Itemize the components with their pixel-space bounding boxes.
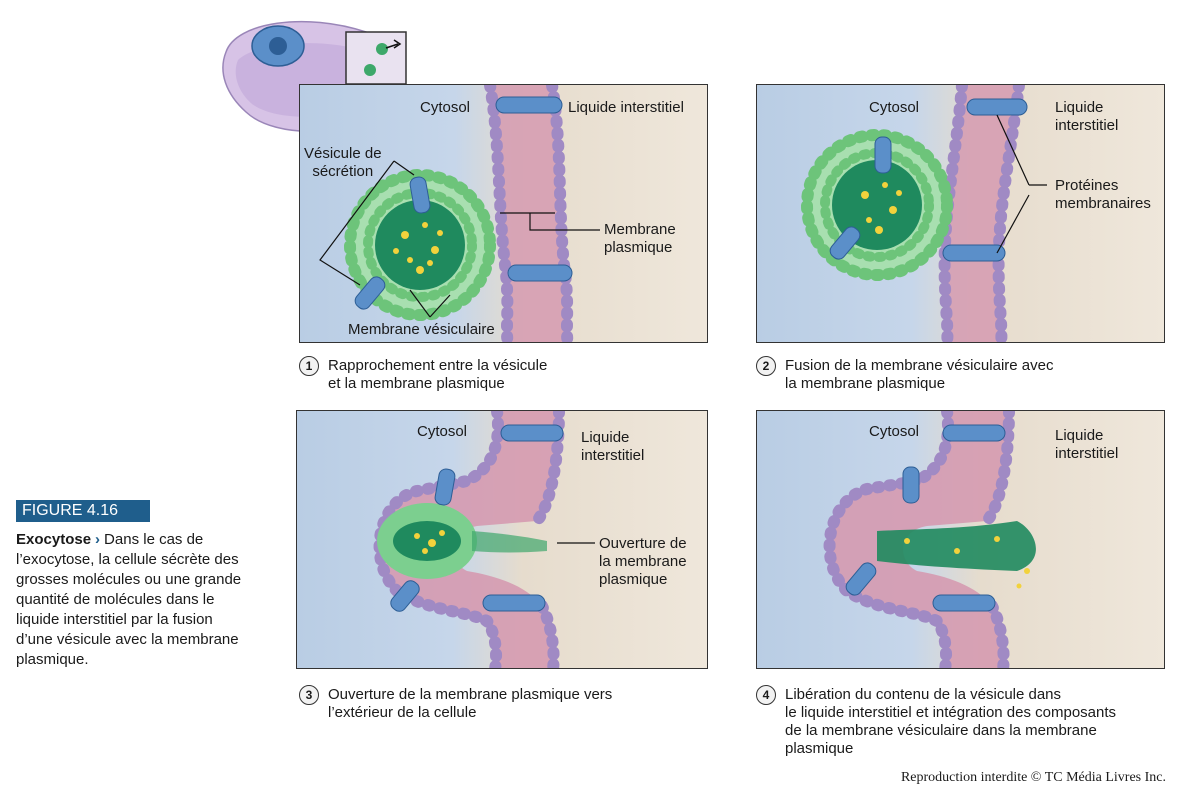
panel-1-plasma-membrane-label: Membrane plasmique (604, 221, 676, 256)
panel-1-caption: Rapprochement entre la vésicule et la me… (328, 357, 548, 392)
panel-4-cytosol-label: Cytosol (869, 423, 920, 440)
panel-2-number-badge: 2 (756, 356, 776, 376)
panel-2-proteins-label: Protéines membranaires (1055, 177, 1151, 212)
panel-1-number-badge: 1 (299, 356, 319, 376)
panel-3-cytosol-label: Cytosol (417, 423, 468, 440)
panel-3-interstitial-label: Liquide interstitiel (581, 429, 645, 464)
figure-description-text: Dans le cas de l’exocytose, la cellule s… (16, 531, 242, 668)
panel-1: Cytosol Liquide interstitiel Vésicule de… (299, 84, 708, 343)
panel-4-interstitial-label: Liquide interstitiel (1055, 427, 1119, 462)
panel-3-number-badge: 3 (299, 685, 319, 705)
panel-1-vesicular-membrane-label: Membrane vésiculaire (348, 321, 495, 338)
panel-1-cytosol-label: Cytosol (420, 99, 471, 116)
panel-2-cytosol-label: Cytosol (869, 99, 920, 116)
figure-title-separator: › (95, 531, 101, 548)
panel-1-interstitial-label: Liquide interstitiel (568, 99, 684, 116)
panel-2-caption: Fusion de la membrane vésiculaire avec l… (785, 357, 1054, 392)
panel-3-illustration (373, 411, 595, 668)
figure-number-tag: FIGURE 4.16 (16, 500, 150, 522)
copyright-credit: Reproduction interdite © TC Média Livres… (900, 770, 1166, 785)
figure-title: Exocytose (16, 531, 92, 548)
panel-4-number-badge: 4 (756, 685, 776, 705)
panel-2: Cytosol Liquide interstitiel Protéines m… (756, 84, 1165, 343)
panel-4-caption: Libération du contenu de la vésicule dan… (785, 686, 1117, 757)
panel-1-vesicle-label: Vésicule de sécrétion (304, 145, 382, 180)
panel-3: Cytosol Liquide interstitiel Ouverture d… (296, 410, 708, 669)
panel-2-interstitial-label: Liquide interstitiel (1055, 99, 1119, 134)
panel-3-opening-label: Ouverture de la membrane plasmique (599, 535, 687, 588)
figure-description: Exocytose›Dans le cas de l’exocytose, la… (16, 530, 252, 670)
panel-4-illustration (823, 411, 1036, 668)
panel-2-illustration (801, 85, 1047, 342)
panel-4: Cytosol Liquide interstitiel (756, 410, 1165, 669)
panel-3-caption: Ouverture de la membrane plasmique vers … (328, 686, 613, 721)
panel-1-illustration (319, 85, 600, 342)
